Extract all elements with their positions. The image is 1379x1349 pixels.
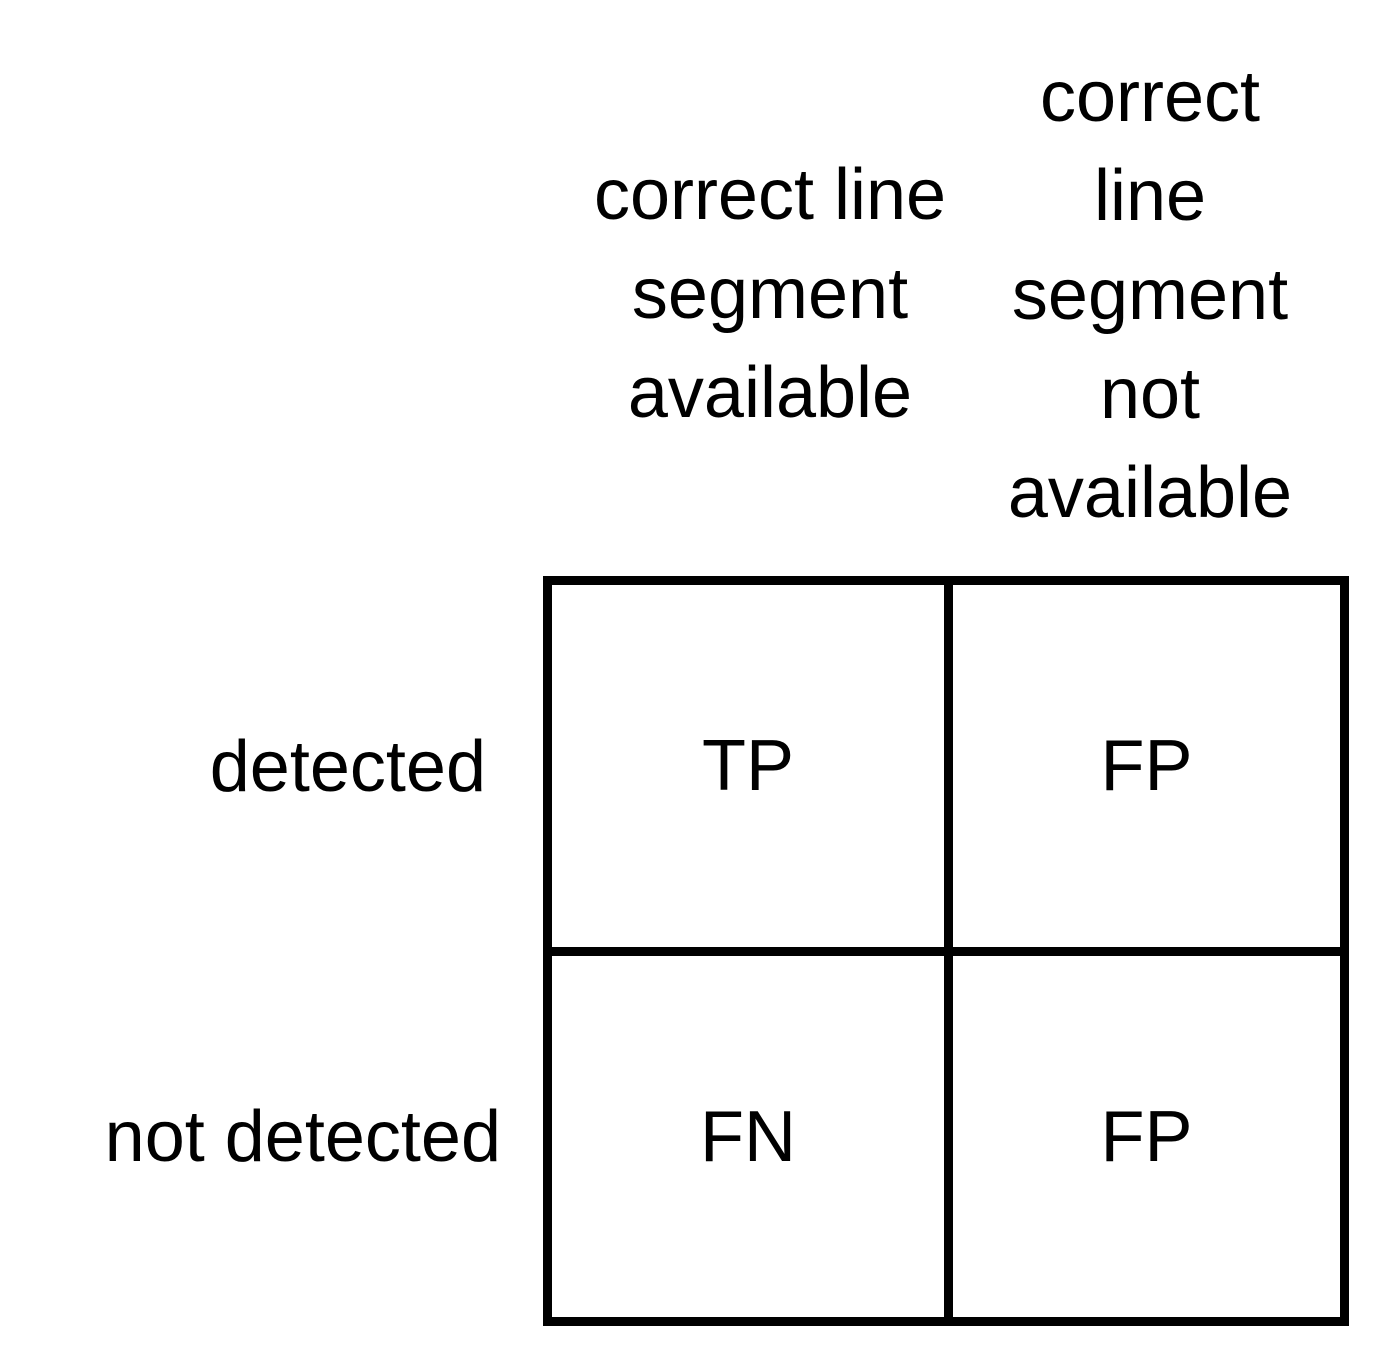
column-header-segment-available: correct line segment available xyxy=(593,155,947,433)
row-label-detected: detected xyxy=(209,727,486,807)
column-header-segment-not-available: correct line segment not available xyxy=(1007,57,1293,533)
row-label-not-detected: not detected xyxy=(104,1097,501,1177)
cell-false-positive-detected: FP xyxy=(1100,726,1193,806)
cell-false-negative: FN xyxy=(700,1096,796,1177)
cell-true-positive: TP xyxy=(701,726,794,806)
matrix-horizontal-divider xyxy=(552,947,1340,956)
confusion-matrix: TP FP FN FP xyxy=(543,576,1349,1326)
cell-false-positive-not-detected: FP xyxy=(1100,1096,1193,1177)
